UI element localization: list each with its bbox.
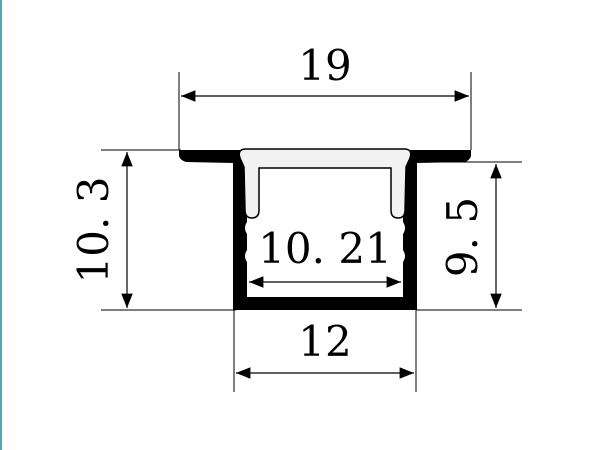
- profile-cavity: [245, 167, 405, 297]
- dim-label-inner: 10. 21: [258, 224, 392, 273]
- dim-label-right: 9. 5: [438, 197, 487, 277]
- dim-label-bottom: 12: [298, 317, 351, 366]
- left-border-line: [0, 0, 2, 450]
- diffuser-cover: [238, 148, 412, 219]
- dim-label-top: 19: [298, 41, 351, 90]
- dimension-lines: [121, 90, 502, 379]
- dim-label-left: 10. 3: [69, 177, 118, 284]
